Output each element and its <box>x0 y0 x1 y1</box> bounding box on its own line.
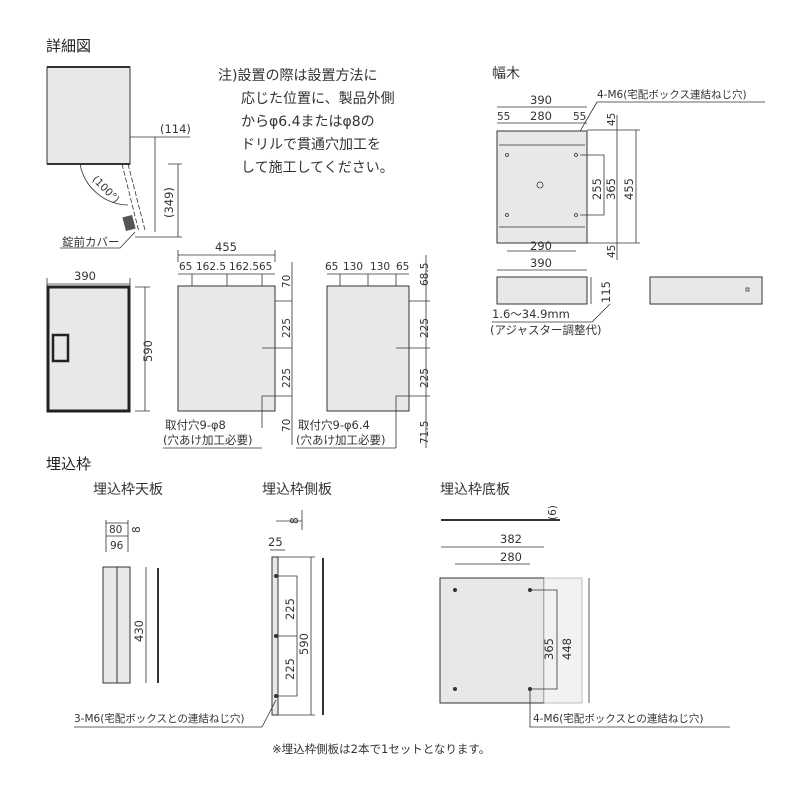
dim-front-width: 390 <box>74 269 96 283</box>
dim: 162.5 <box>229 261 259 273</box>
dim: 280 <box>500 550 522 564</box>
frame-top-plate: 埋込枠天板 80 96 8 430 <box>93 482 163 684</box>
dim: 225 <box>419 318 431 338</box>
dim: 130 <box>343 261 363 273</box>
dim: 65 <box>259 261 272 273</box>
dim: 8 <box>131 526 143 533</box>
dim: 45 <box>606 113 618 126</box>
section-title-detail: 詳細図 <box>46 37 91 55</box>
dim: 70 <box>281 275 293 288</box>
dim: 590 <box>297 633 311 655</box>
dim: (6) <box>547 505 559 520</box>
dim: 65 <box>325 261 338 273</box>
dim: 365 <box>542 638 556 660</box>
dim-front-height: 590 <box>141 340 155 362</box>
screw-hole-note: 3-M6(宅配ボックスとの連結ねじ穴) <box>74 712 244 725</box>
note-line: ドリルで貫通穴加工を <box>241 137 381 153</box>
dim: 255 <box>590 178 604 200</box>
mount-hole-note-sub: (穴あけ加工必要) <box>163 433 252 447</box>
mount-hole-note-sub: (穴あけ加工必要) <box>296 433 385 447</box>
dim: 455 <box>622 178 636 200</box>
dim: 390 <box>530 93 552 107</box>
footnote: ※埋込枠側板は2本で1セットとなります。 <box>272 742 490 756</box>
dim-back-width: 455 <box>215 240 237 254</box>
front-view: 390 590 <box>46 269 155 413</box>
note-line: 注)設置の際は設置方法に <box>218 68 377 84</box>
mount-hole-note: 取付穴9-φ6.4 <box>298 418 370 432</box>
frame-bottom-plate: 埋込枠底板 (6) 382 280 365 448 4-M6(宅配ボックスとの連… <box>439 482 730 728</box>
dim: 45 <box>606 245 618 258</box>
angle-label: (100°) <box>90 174 122 206</box>
center-hole <box>536 181 544 189</box>
note-line: して施工してください。 <box>241 160 394 176</box>
dim: 365 <box>604 178 618 200</box>
dim: 225 <box>283 658 297 680</box>
section-title-frame: 埋込枠 <box>46 455 91 473</box>
dim: 162.5 <box>196 261 226 273</box>
dim: 130 <box>370 261 390 273</box>
dim: 115 <box>599 281 613 303</box>
dim: 225 <box>281 318 293 338</box>
dim-349: (349) <box>162 187 176 218</box>
dim: 65 <box>179 261 192 273</box>
frame-side-plate: 埋込枠側板 8 25 225 225 590 3-M6(宅配ボックスとの連結ねじ… <box>74 482 332 728</box>
dim: 382 <box>500 532 522 546</box>
dim: 68.5 <box>419 263 431 286</box>
section-title-baseboard: 幅木 <box>492 66 520 82</box>
dim: 25 <box>268 535 283 549</box>
dim: 448 <box>560 638 574 660</box>
lock-cover-label: 錠前カバー <box>62 235 120 249</box>
dim: 225 <box>281 368 293 388</box>
dim: 225 <box>419 368 431 388</box>
note-line: 応じた位置に、製品外側 <box>241 91 395 107</box>
door-handle <box>51 333 70 363</box>
dim: 71.5 <box>419 421 431 444</box>
subtitle: 埋込枠底板 <box>440 482 510 498</box>
plan-view: (100°) (114) (349) 錠前カバー <box>46 66 191 249</box>
lock-cover-icon <box>122 214 136 232</box>
dim: 225 <box>283 598 297 620</box>
adjust-label: (アジャスター調整代) <box>490 323 601 337</box>
baseboard: 幅木 390 55 280 55 4-M6(宅配ボックス連結ねじ穴) 45 25… <box>490 66 765 337</box>
mount-hole-note: 取付穴9-φ8 <box>165 418 226 432</box>
subtitle: 埋込枠側板 <box>262 482 332 498</box>
dim: 96 <box>110 540 124 552</box>
dim: 80 <box>109 524 122 536</box>
dim: 55 <box>497 111 510 123</box>
dim: 390 <box>530 256 552 270</box>
dim: 430 <box>132 620 146 642</box>
dim: 55 <box>573 111 586 123</box>
subtitle: 埋込枠天板 <box>93 482 163 498</box>
dim: 280 <box>530 109 552 123</box>
adjust-range: 1.6～34.9mm <box>492 307 570 321</box>
dim-114: (114) <box>160 122 191 136</box>
screw-hole-note: 4-M6(宅配ボックスとの連結ねじ穴) <box>533 712 703 725</box>
installation-note: 注)設置の際は設置方法に 応じた位置に、製品外側 からφ6.4またはφ8の ドリ… <box>218 68 395 176</box>
back-view-phi6-4: 65 130 130 65 68.5 225 225 71.5 取付穴9-φ6.… <box>296 255 431 449</box>
screw-hole-note: 4-M6(宅配ボックス連結ねじ穴) <box>597 88 747 101</box>
dim: 65 <box>396 261 409 273</box>
dim: 70 <box>281 419 293 432</box>
dim: 290 <box>530 239 552 253</box>
note-line: からφ6.4またはφ8の <box>241 114 375 130</box>
back-view-phi8: 455 65 162.5 162.5 65 70 225 225 70 取付穴9… <box>163 240 293 449</box>
